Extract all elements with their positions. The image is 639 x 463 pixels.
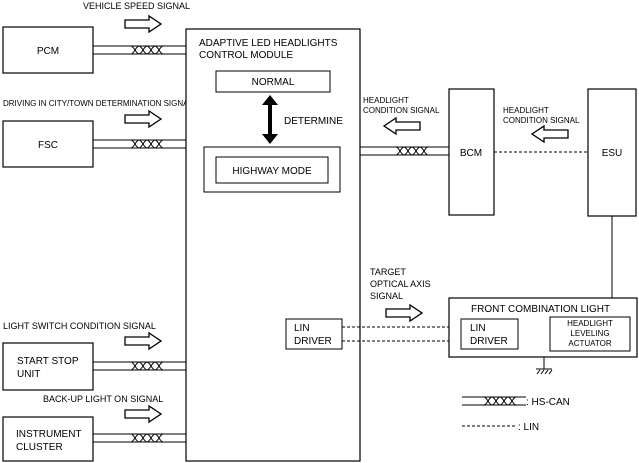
front-combination-light-label: FRONT COMBINATION LIGHT — [471, 304, 610, 315]
vehicle-speed-arrow — [124, 15, 162, 33]
highway-mode-box — [215, 156, 329, 184]
light-switch-signal-label: LIGHT SWITCH CONDITION SIGNAL — [3, 321, 156, 331]
headlight-condition-signal-1-line2: CONDITION SIGNAL — [363, 106, 440, 115]
fsc-module: FSC — [2, 120, 94, 168]
pcm-label: PCM — [37, 46, 59, 57]
target-axis-signal-line2: OPTICAL AXIS — [370, 279, 431, 289]
esu-module: ESU — [587, 88, 637, 217]
headlight-condition-arrow-2 — [531, 125, 569, 143]
bcm-can-link — [360, 146, 449, 156]
highway-mode-label: HIGHWAY MODE — [232, 166, 312, 177]
legend: : HS-CAN : LIN — [462, 396, 570, 433]
control-module-title-line1: ADAPTIVE LED HEADLIGHTS — [199, 38, 338, 49]
backup-light-signal-label: BACK-UP LIGHT ON SIGNAL — [43, 394, 163, 404]
light-switch-arrow — [124, 332, 162, 350]
leveling-actuator-line1: HEADLIGHT — [567, 319, 613, 328]
ground-icon — [536, 357, 553, 375]
normal-mode-box — [215, 70, 331, 93]
control-module-title-line2: CONTROL MODULE — [199, 50, 293, 61]
vehicle-speed-signal-label: VEHICLE SPEED SIGNAL — [83, 1, 190, 11]
target-axis-signal-line3: SIGNAL — [370, 291, 403, 301]
instrument-cluster-module: INSTRUMENT CLUSTER — [2, 416, 94, 462]
leveling-actuator-box — [549, 316, 631, 352]
legend-hs-can-symbol — [462, 396, 527, 406]
headlight-condition-arrow-1 — [383, 117, 421, 135]
lin-driver-main-line1: LIN — [294, 323, 310, 334]
determine-label: DETERMINE — [284, 116, 343, 127]
target-axis-arrow — [385, 304, 423, 322]
lin-driver-fcl-box — [460, 318, 519, 350]
instrument-label-line2: CLUSTER — [16, 442, 63, 453]
legend-lin-label: : LIN — [518, 422, 539, 433]
pcm-module: PCM — [2, 26, 94, 74]
fsc-can-link — [93, 110, 186, 149]
lin-driver-fcl-line2: DRIVER — [470, 336, 508, 347]
driving-city-signal-label: DRIVING IN CITY/TOWN DETERMINATION SIGNA… — [3, 99, 193, 108]
start-stop-label-line1: START STOP — [17, 356, 79, 367]
headlight-condition-signal-2-line2: CONDITION SIGNAL — [503, 116, 580, 125]
bcm-label: BCM — [460, 148, 482, 159]
headlight-condition-signal-2-line1: HEADLIGHT — [503, 106, 549, 115]
leveling-actuator-line2: LEVELING — [570, 329, 609, 338]
start-stop-label-line2: UNIT — [17, 369, 40, 380]
legend-hs-can-label: : HS-CAN — [526, 397, 570, 408]
bcm-module: BCM — [448, 88, 495, 216]
driving-city-arrow — [124, 110, 162, 128]
instrument-can-link — [93, 405, 186, 443]
adaptive-led-headlights-control-module: ADAPTIVE LED HEADLIGHTS CONTROL MODULE N… — [185, 28, 361, 462]
determine-double-arrow — [262, 95, 278, 144]
front-combination-light-module: FRONT COMBINATION LIGHT LIN DRIVER HEADL… — [448, 297, 638, 358]
lin-driver-main-line2: DRIVER — [294, 336, 332, 347]
target-axis-signal-line1: TARGET — [370, 267, 406, 277]
backup-light-arrow — [124, 405, 162, 423]
esu-label: ESU — [602, 148, 623, 159]
leveling-actuator-line3: ACTUATOR — [568, 339, 611, 348]
lin-driver-fcl-line1: LIN — [470, 323, 486, 334]
headlight-condition-signal-1-line1: HEADLIGHT — [363, 96, 409, 105]
fsc-label: FSC — [38, 140, 58, 151]
start-stop-unit-module: START STOP UNIT — [2, 342, 94, 391]
lin-driver-main-box — [285, 318, 343, 350]
instrument-label-line1: INSTRUMENT — [16, 429, 82, 440]
start-stop-can-link — [93, 332, 186, 371]
normal-mode-label: NORMAL — [252, 77, 295, 88]
pcm-can-link — [93, 15, 186, 55]
